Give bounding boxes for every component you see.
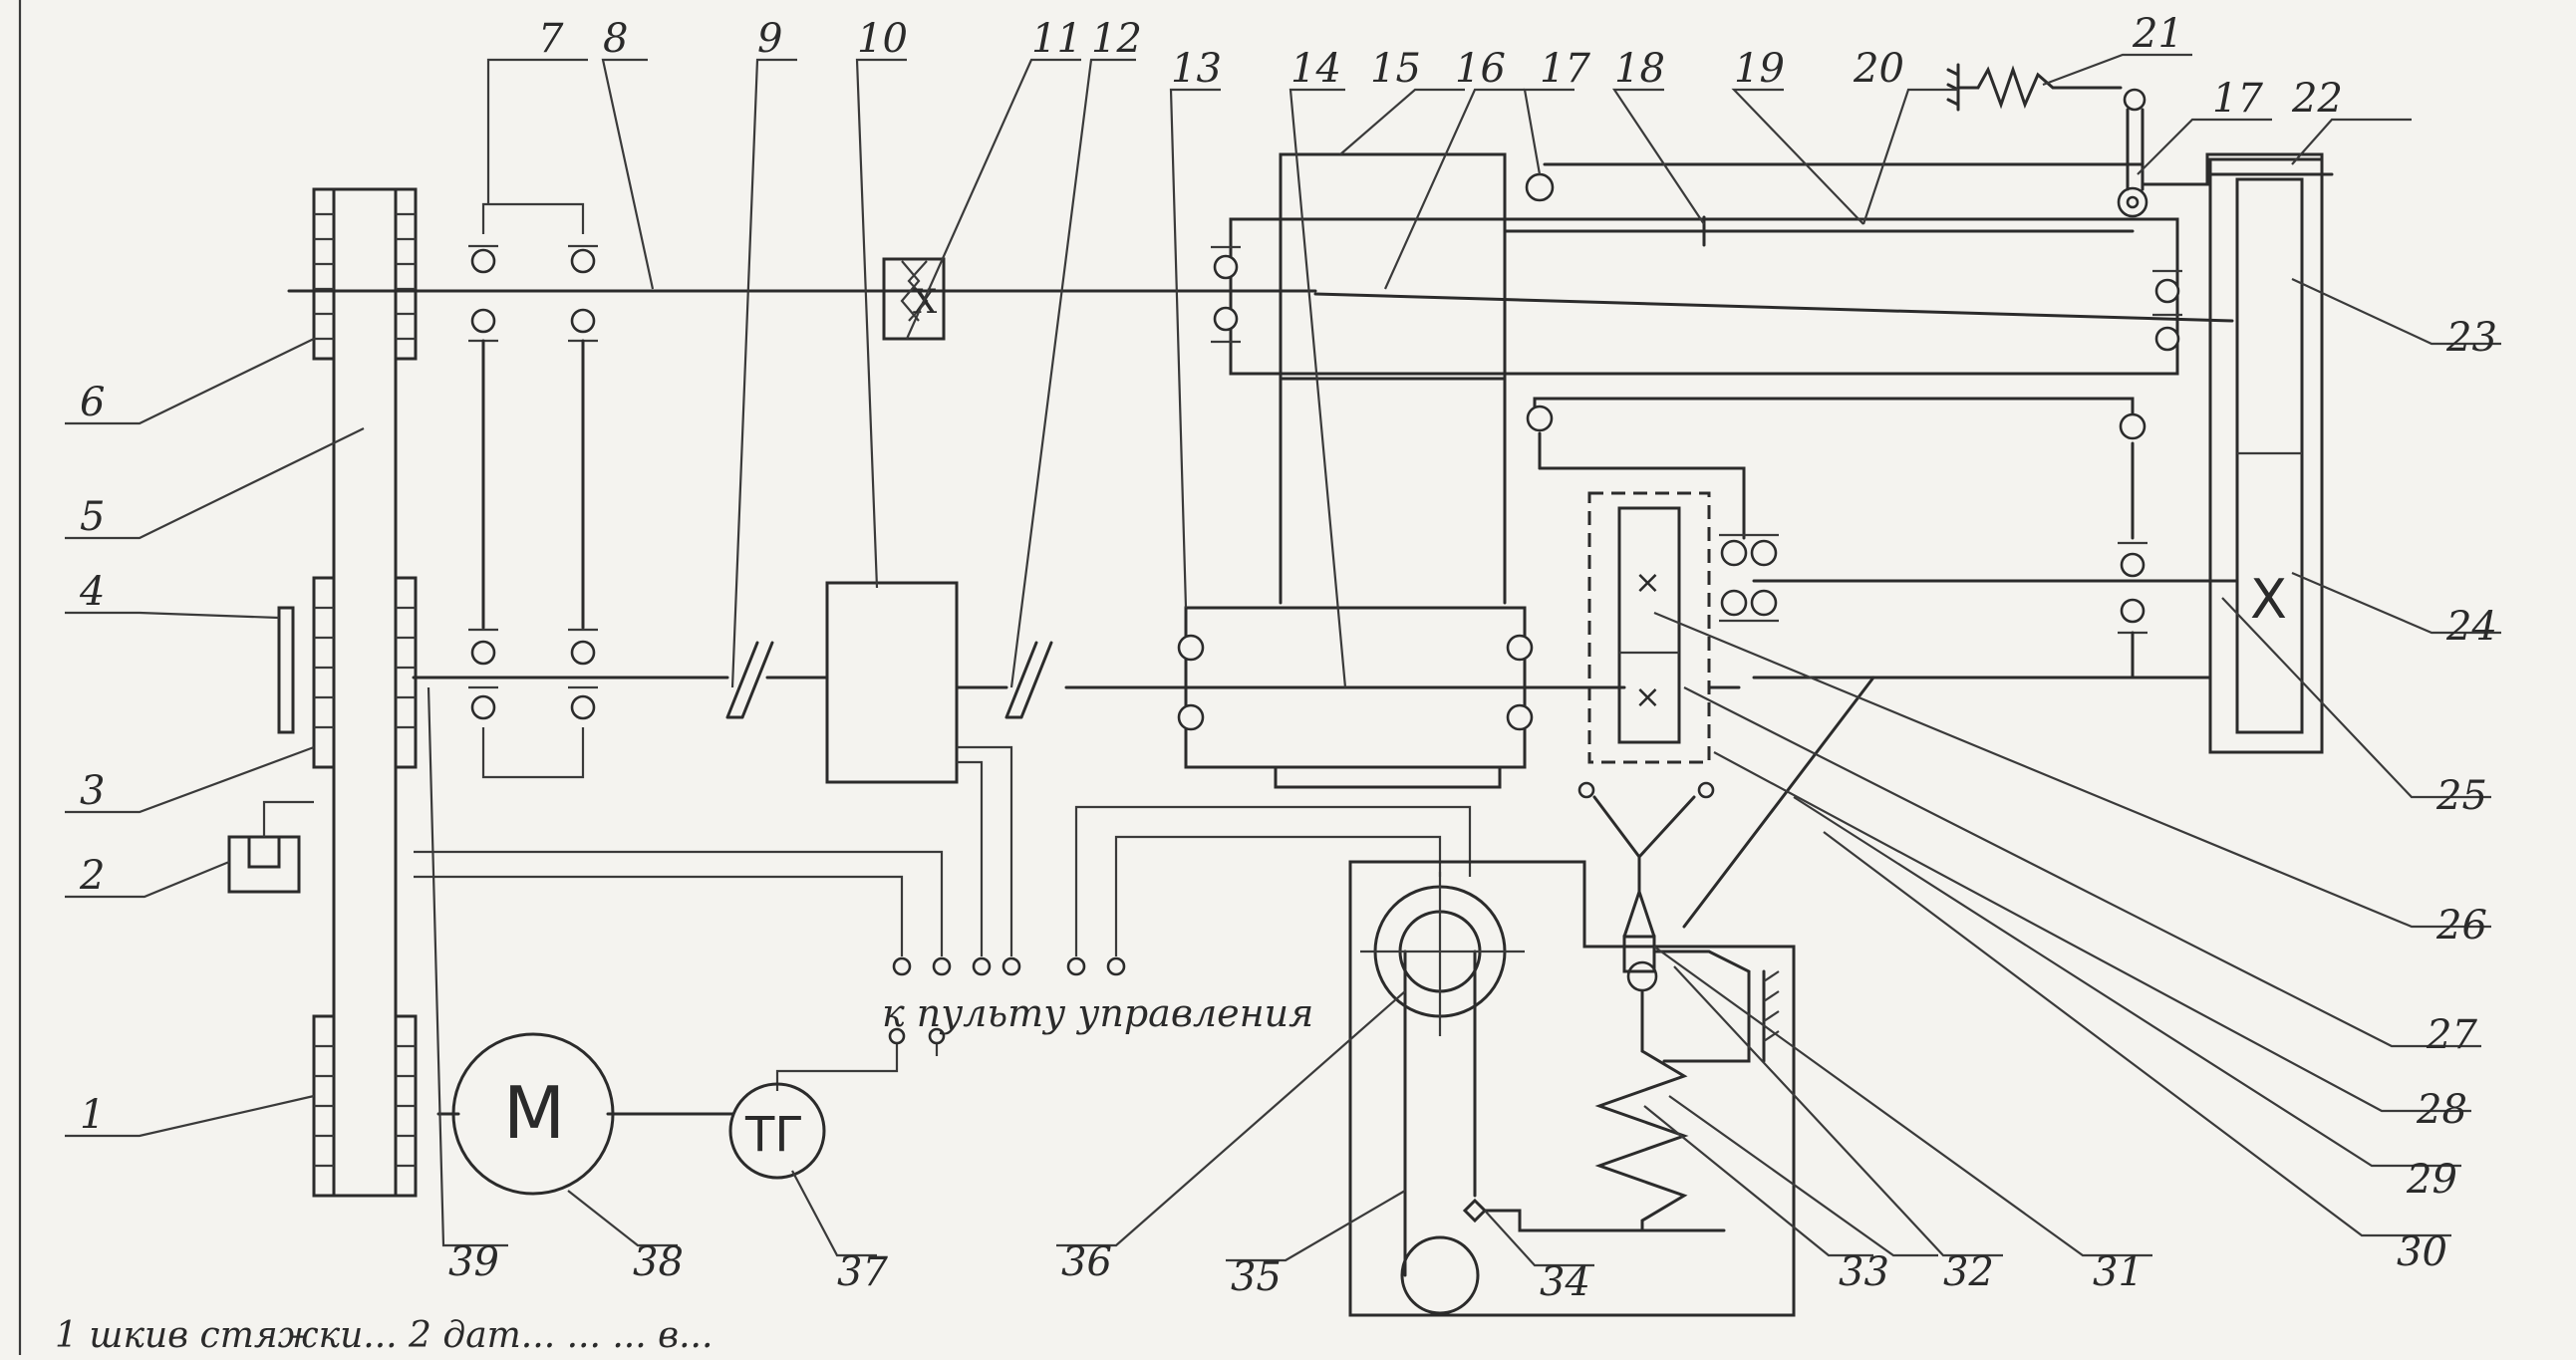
gearbox-26: × × (1587, 491, 1779, 764)
label-11: 11 (1031, 16, 1082, 62)
label-25: 25 (2435, 773, 2487, 819)
label-31: 31 (2093, 1249, 2144, 1295)
tachogenerator-symbol: ТГ (744, 1107, 804, 1163)
label-20: 20 (1853, 46, 1904, 92)
label-34: 34 (1540, 1259, 1590, 1305)
tachogenerator-37 (728, 1082, 826, 1180)
spring-21-anchor (1946, 63, 1960, 112)
motor-38 (451, 1032, 615, 1196)
panel-terminals (888, 956, 1126, 1045)
roller-17-left (1525, 172, 1555, 202)
label-5: 5 (80, 494, 105, 540)
part-labels: 1 2 3 4 5 6 7 8 9 10 11 12 13 14 15 16 1… (79, 11, 2497, 1305)
middle-rod-25 (1526, 397, 2239, 754)
label-39: 39 (448, 1239, 499, 1285)
label-15: 15 (1370, 46, 1421, 92)
label-2: 2 (79, 853, 105, 899)
label-32: 32 (1943, 1249, 1994, 1295)
sensor-2 (227, 835, 301, 894)
label-4: 4 (79, 569, 105, 615)
drum-22: X (2208, 157, 2324, 754)
upper-rod-assembly (1503, 63, 2334, 247)
spindle-housing (1211, 152, 2182, 605)
label-12: 12 (1091, 16, 1142, 62)
brake-disk-4 (277, 606, 295, 734)
carriage-13 (1177, 606, 1534, 789)
svg-text:×: × (1634, 563, 1661, 601)
label-6: 6 (80, 380, 105, 425)
label-28: 28 (2416, 1087, 2467, 1133)
sensor-2-link (262, 800, 314, 837)
label-13: 13 (1171, 46, 1222, 92)
label-30: 30 (2397, 1229, 2447, 1275)
clutch-24-symbol: X (2250, 568, 2287, 631)
clutch-11: X (882, 257, 946, 341)
label-8: 8 (603, 16, 628, 62)
label-10: 10 (857, 16, 908, 62)
label-27: 27 (2426, 1012, 2477, 1058)
control-panel-label: к пульту управления (882, 991, 1313, 1035)
label-37: 37 (837, 1249, 888, 1295)
unit-10 (825, 581, 959, 784)
figure-caption: 1 шкив стяжки... 2 дат... ... ... в... (55, 1315, 713, 1355)
housing-15 (1279, 152, 1507, 381)
label-3: 3 (80, 768, 105, 814)
spring-21 (1956, 65, 2123, 110)
long-shaft-16 (1313, 292, 2234, 323)
sprocket-3-right (394, 576, 418, 769)
label-38: 38 (633, 1239, 684, 1285)
label-19: 19 (1734, 46, 1785, 92)
label-7: 7 (538, 16, 564, 62)
lever-30 (1682, 676, 1875, 929)
sprocket-6-right (394, 187, 418, 361)
leader-lines (65, 53, 2501, 1267)
sprocket-6-left (312, 187, 336, 361)
label-33: 33 (1839, 1249, 1889, 1295)
label-36: 36 (1061, 1239, 1112, 1285)
label-14: 14 (1290, 46, 1341, 92)
motor-symbol: М (503, 1071, 565, 1155)
coupling-12 (1004, 641, 1053, 719)
label-22: 22 (2291, 76, 2343, 122)
label-24: 24 (2445, 604, 2497, 650)
control-wires (414, 745, 1472, 1091)
label-21: 21 (2132, 11, 2183, 57)
label-17-right: 17 (2212, 76, 2263, 122)
chain-belt-5 (332, 187, 398, 1198)
coupling-9 (725, 641, 774, 719)
label-9: 9 (757, 16, 782, 62)
label-29: 29 (2406, 1157, 2457, 1203)
gear-pair-7 (468, 202, 598, 779)
chain-drive (227, 187, 418, 1198)
label-23: 23 (2445, 315, 2497, 361)
sprocket-3-left (312, 576, 336, 769)
winding-unit (1348, 781, 1796, 1317)
label-35: 35 (1231, 1254, 1282, 1300)
label-16: 16 (1455, 46, 1506, 92)
label-1: 1 (80, 1092, 105, 1138)
label-18: 18 (1614, 46, 1665, 92)
label-17: 17 (1540, 46, 1590, 92)
label-26: 26 (2435, 903, 2487, 949)
svg-text:×: × (1634, 678, 1661, 715)
